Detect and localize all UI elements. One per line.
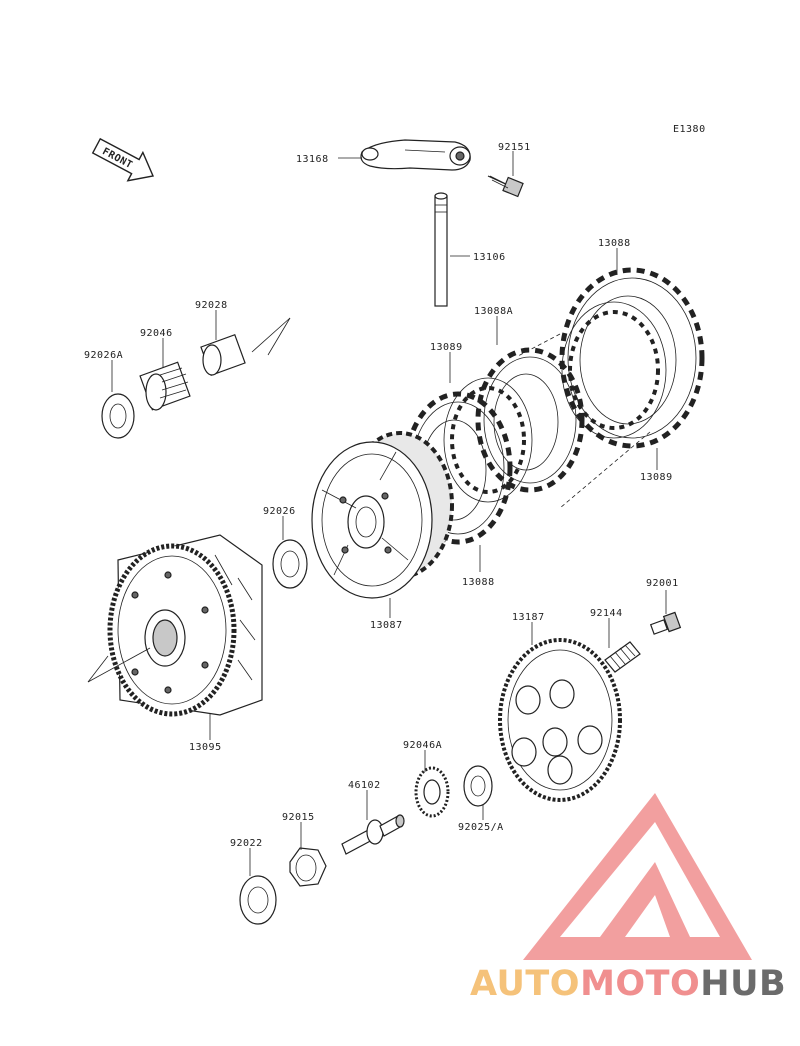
plate-13088A (475, 347, 585, 493)
label-46102: 46102 (348, 780, 381, 791)
front-arrow-icon: FRONT (91, 137, 155, 182)
bolt-92151 (487, 175, 524, 198)
label-92022: 92022 (230, 838, 263, 849)
label-13095: 13095 (189, 742, 222, 753)
label-13087: 13087 (370, 620, 403, 631)
washer-92026 (272, 539, 308, 589)
nut-92015 (289, 847, 327, 887)
sleeve-92028 (200, 333, 246, 377)
washer-92025A (463, 765, 493, 807)
label-92026A: 92026A (84, 350, 123, 361)
bolt-92001 (649, 611, 682, 635)
needle-bearing-92046 (139, 361, 191, 411)
label-92015: 92015 (282, 812, 315, 823)
clutch-hub-13087 (311, 431, 454, 599)
label-13187: 13187 (512, 612, 545, 623)
label-13106: 13106 (473, 252, 506, 263)
label-13088-bottom: 13088 (462, 577, 495, 588)
label-13089-left: 13089 (430, 342, 463, 353)
svg-text:AUTOMOTOHUB: AUTOMOTOHUB (470, 964, 786, 1004)
washer-92026A (101, 393, 135, 439)
label-92028: 92028 (195, 300, 228, 311)
label-92144: 92144 (590, 608, 623, 619)
watermark-moto: MOTO (580, 964, 700, 1004)
label-92046: 92046 (140, 328, 173, 339)
drawing-code: E1380 (673, 124, 706, 135)
pressure-plate-13187 (498, 638, 622, 802)
label-13088A: 13088A (474, 306, 513, 317)
part-labels: 13168 92151 13106 13088 13088A 13089 130… (84, 142, 679, 849)
spring-92144 (604, 641, 641, 673)
automotohub-watermark: AUTOMOTOHUB (470, 964, 786, 1004)
clutch-housing-13095 (107, 534, 263, 717)
plate-13088-top (559, 267, 705, 449)
watermark-auto: AUTO (470, 964, 580, 1004)
label-13089-right: 13089 (640, 472, 673, 483)
label-92025A: 92025/A (458, 822, 504, 833)
bearing-92046A (414, 766, 450, 818)
label-92001: 92001 (646, 578, 679, 589)
leader-lines (111, 151, 667, 876)
pusher-46102 (341, 814, 405, 855)
release-lever-13168 (360, 139, 471, 171)
push-rod-13106 (434, 192, 448, 307)
washer-92022 (239, 875, 277, 925)
label-92026: 92026 (263, 506, 296, 517)
automotohub-logo-mark (523, 793, 752, 960)
label-13088-top: 13088 (598, 238, 631, 249)
label-92151: 92151 (498, 142, 531, 153)
watermark-hub: HUB (700, 964, 786, 1004)
plate-13089-left (443, 377, 533, 503)
label-13168: 13168 (296, 154, 329, 165)
plate-13089-right (561, 301, 667, 439)
label-92046A: 92046A (403, 740, 442, 751)
